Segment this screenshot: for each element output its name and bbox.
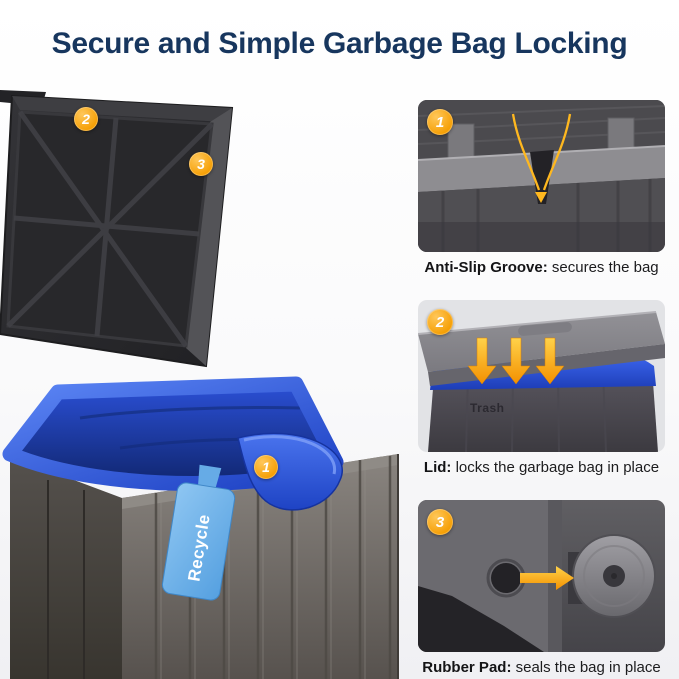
feature-panel-anti-slip-groove: 1 Anti-Slip Groove: secures the bag: [418, 100, 665, 277]
groove-closeup-illustration: [418, 100, 665, 252]
seal-direction-arrow-icon: [520, 566, 574, 590]
panel-badge-2: 2: [427, 309, 453, 335]
caption-rubber-pad: Rubber Pad: seals the bag in place: [418, 659, 665, 677]
trash-bin-illustration: Recycle: [0, 90, 399, 679]
callout-badge-hinge: 3: [189, 152, 213, 176]
main-product-image: Recycle 2 3 1: [0, 88, 410, 679]
feature-panels: 1 Anti-Slip Groove: secures the bag: [418, 100, 665, 679]
rubber-pad-image: 3: [418, 500, 665, 652]
bag-drape: [237, 432, 343, 511]
lid-closeup-illustration: ​ Trash: [418, 300, 665, 452]
groove-guide-arrows-icon: [511, 113, 572, 203]
caption-lid: Lid: locks the garbage bag in place: [418, 459, 665, 477]
caption-text: seals the bag in place: [511, 659, 661, 676]
callout-badge-lid: 2: [74, 107, 98, 131]
caption-text: locks the garbage bag in place: [451, 459, 660, 476]
feature-panel-rubber-pad: 3 Rubber Pad: seals the bag in place: [418, 500, 665, 677]
recycle-tag: Recycle: [161, 464, 236, 601]
caption-term: Lid:: [423, 459, 452, 476]
callout-badge-bag: 1: [254, 455, 278, 479]
caption-anti-slip-groove: Anti-Slip Groove: secures the bag: [418, 259, 665, 277]
rubber-pad: [572, 534, 656, 618]
caption-term: Rubber Pad:: [422, 659, 512, 676]
caption-text: secures the bag: [547, 259, 659, 276]
panel-badge-1: 1: [427, 109, 453, 135]
garbage-bag: [2, 376, 344, 511]
rubber-pad-illustration: [418, 500, 665, 652]
socket-hole: [491, 563, 521, 593]
open-lid: [0, 90, 234, 368]
press-down-arrows-icon: [467, 337, 565, 385]
anti-slip-groove-image: 1: [418, 100, 665, 252]
page-title: Secure and Simple Garbage Bag Locking: [51, 27, 628, 60]
groove-notch: [530, 150, 554, 204]
feature-panel-lid: ​ Trash: [418, 300, 665, 477]
trash-bin-label: Trash: [470, 401, 505, 415]
panel-badge-3: 3: [427, 509, 453, 535]
caption-term: Anti-Slip Groove:: [424, 259, 548, 276]
lid-lock-image: ​ Trash: [418, 300, 665, 452]
